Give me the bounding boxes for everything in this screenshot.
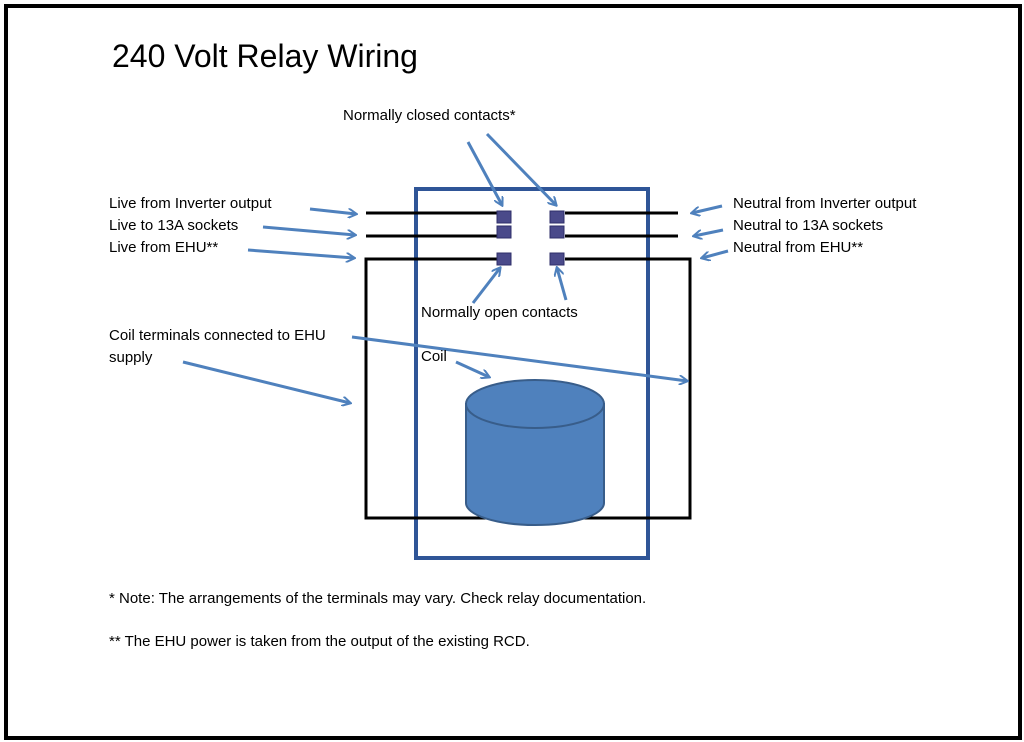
terminal-l2 [496,225,512,239]
arrow-live-ehu [247,248,354,258]
terminal-r1 [549,210,565,224]
arrow-neutral-sockets [694,228,724,236]
label-neutral-inverter: Neutral from Inverter output [733,195,917,212]
terminal-r3 [549,252,565,266]
arrow-coil-right-terminal [351,335,687,381]
arrow-live-inverter [309,207,356,214]
arrow-no-left [471,268,500,304]
label-neutral-sockets: Neutral to 13A sockets [733,217,884,234]
relay-housing [414,187,650,560]
label-live-sockets: Live to 13A sockets [109,217,239,234]
terminal-r2 [549,225,565,239]
wire-live-ehu-coil [364,257,497,520]
note-terminal-arrangement: * Note: The arrangements of the terminal… [109,590,647,607]
arrow-neutral-inverter [692,204,723,213]
arrow-coil [455,360,489,377]
note-ehu-power: ** The EHU power is taken from the outpu… [109,633,530,650]
label-live-ehu: Live from EHU** [109,239,219,256]
arrow-coil-left-terminal [182,360,350,403]
label-coil-terminals-line2: supply [109,349,153,366]
label-nc-contacts: Normally closed contacts* [343,107,516,124]
arrow-live-sockets [262,225,355,235]
wire-neutral-ehu-coil [565,257,692,520]
arrow-no-right [557,268,568,301]
diagram-frame [4,4,1022,740]
label-live-inverter: Live from Inverter output [109,195,272,212]
arrow-neutral-ehu [702,249,729,258]
arrow-nc-right [485,132,556,205]
arrow-nc-left [466,141,502,205]
terminal-l3 [496,252,512,266]
label-no-contacts: Normally open contacts [421,304,578,321]
terminal-l1 [496,210,512,224]
coil-cylinder [465,379,605,526]
label-coil: Coil [421,348,447,365]
label-coil-terminals-line1: Coil terminals connected to EHU [109,327,326,344]
label-neutral-ehu: Neutral from EHU** [733,239,864,256]
page-title: 240 Volt Relay Wiring [112,38,418,74]
